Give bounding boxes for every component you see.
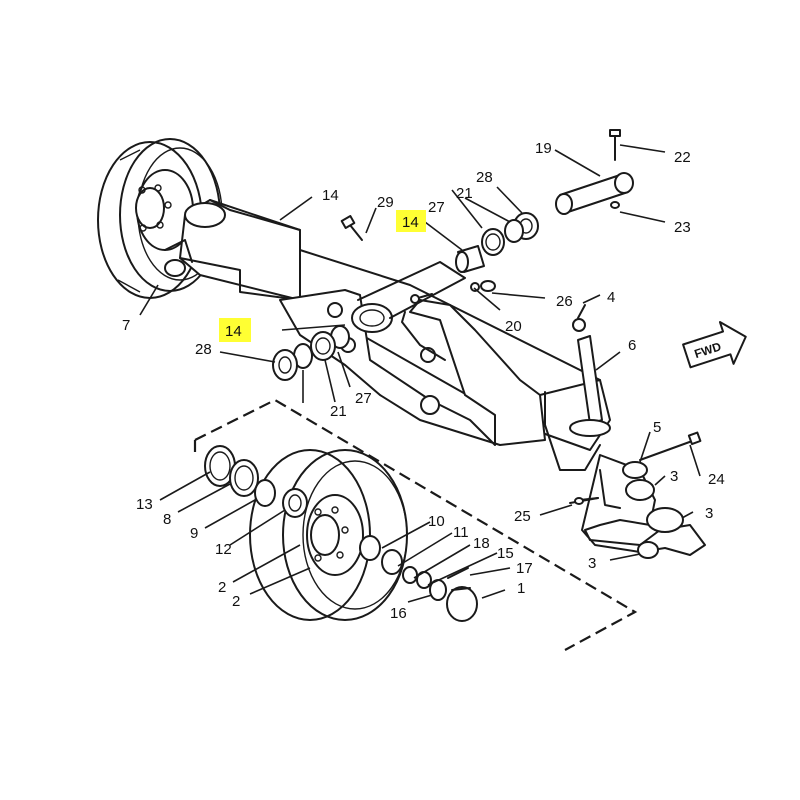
callout-1: 1 [517, 580, 525, 597]
callout-8: 8 [163, 511, 171, 528]
kingpin-bolts [569, 431, 702, 505]
callout-25: 25 [514, 508, 531, 525]
callout-7: 7 [122, 317, 130, 334]
callout-27a: 27 [428, 199, 445, 216]
left-wheel-assembly [97, 138, 223, 299]
callout-26: 26 [556, 293, 573, 310]
callout-21a: 21 [456, 185, 473, 202]
callout-3b: 3 [705, 505, 713, 522]
callout-20: 20 [505, 318, 522, 335]
pivot-pin-group [455, 129, 634, 273]
callout-22: 22 [674, 149, 691, 166]
callout-3c: 3 [588, 555, 596, 572]
right-wheel-assembly [249, 449, 408, 621]
callout-6: 6 [628, 337, 636, 354]
callout-27b: 27 [355, 390, 372, 407]
highlight-14-top [396, 210, 426, 232]
hub-parts-left [204, 445, 308, 518]
callout-28a: 28 [476, 169, 493, 186]
callout-12: 12 [215, 541, 232, 558]
callout-2b: 2 [232, 593, 240, 610]
callout-10: 10 [428, 513, 445, 530]
callout-9: 9 [190, 525, 198, 542]
hub-parts-right [359, 535, 478, 622]
callout-28b: 28 [195, 341, 212, 358]
callout-14c: 14 [225, 323, 242, 340]
callout-13: 13 [136, 496, 153, 513]
callout-14a: 14 [322, 187, 339, 204]
pivot-lower-group [272, 325, 350, 381]
callout-15: 15 [497, 545, 514, 562]
right-steering-knuckle [579, 454, 706, 559]
callout-23: 23 [674, 219, 691, 236]
callout-17: 17 [516, 560, 533, 577]
callout-5: 5 [653, 419, 661, 436]
highlight-14-left [219, 318, 251, 342]
hub-group-dashed-outline [194, 398, 638, 651]
grease-fittings [340, 215, 496, 304]
callout-labels: 1 2 2 3 3 3 4 5 6 7 8 9 10 11 12 13 14 1… [122, 140, 725, 622]
callout-16: 16 [390, 605, 407, 622]
callout-29: 29 [377, 194, 394, 211]
steering-cylinder [569, 304, 611, 437]
callout-24: 24 [708, 471, 725, 488]
fwd-direction-arrow: FWD [682, 321, 747, 369]
callout-18: 18 [473, 535, 490, 552]
callout-3a: 3 [670, 468, 678, 485]
callout-19: 19 [535, 140, 552, 157]
leader-lines [139, 144, 701, 603]
callout-11: 11 [453, 524, 469, 541]
callout-21b: 21 [330, 403, 347, 420]
callout-2a: 2 [218, 579, 226, 596]
callout-4: 4 [607, 289, 615, 306]
callout-14b: 14 [402, 214, 419, 231]
